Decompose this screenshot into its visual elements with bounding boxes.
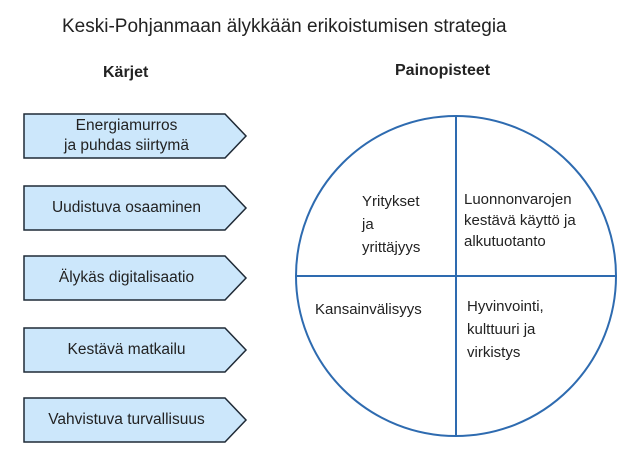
karki-arrow: [23, 327, 248, 373]
karki-arrow: [23, 113, 248, 159]
karki-arrow: [23, 397, 248, 443]
karki-arrow: [23, 185, 248, 231]
diagram-title: Keski-Pohjanmaan älykkään erikoistumisen…: [62, 16, 507, 37]
karki-arrow: [23, 255, 248, 301]
karki-label-line: ja puhdas siirtymä: [64, 137, 189, 154]
karki-label-line: Vahvistuva turvallisuus: [48, 411, 205, 428]
karki-label: Kestävä matkailu: [24, 328, 229, 372]
karki-label: Uudistuva osaaminen: [24, 186, 229, 230]
karki-label: Energiamurros ja puhdas siirtymä: [24, 114, 229, 158]
painopisteet-heading: Painopisteet: [395, 62, 491, 79]
karki-label: Vahvistuva turvallisuus: [24, 398, 229, 442]
karki-label-line: Energiamurros: [75, 117, 178, 134]
karjet-heading: Kärjet: [103, 64, 149, 81]
karki-label-line: Älykäs digitalisaatio: [58, 269, 195, 286]
quadrant-kansainvalisyys: Kansainvälisyys: [315, 301, 422, 318]
karki-label: Älykäs digitalisaatio: [24, 256, 229, 300]
karki-label-line: Kestävä matkailu: [67, 341, 186, 358]
karki-label-line: Uudistuva osaaminen: [51, 199, 202, 216]
